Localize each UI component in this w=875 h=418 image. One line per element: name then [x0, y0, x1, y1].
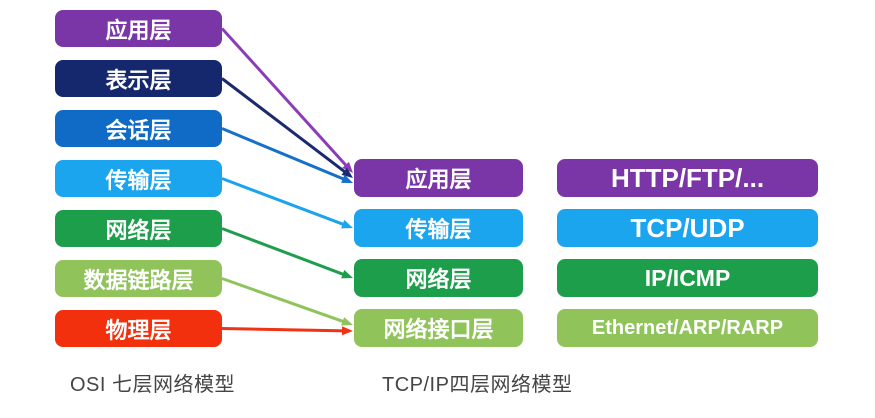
tcpip-caption: TCP/IP四层网络模型 — [382, 374, 573, 396]
tcpip-layer-1: 传输层 — [354, 209, 523, 247]
osi-layer-6: 物理层 — [55, 310, 222, 347]
tcpip-layer-3-label: 网络接口层 — [383, 317, 494, 342]
osi-layer-2: 会话层 — [55, 110, 222, 147]
osi-layer-0: 应用层 — [55, 10, 222, 47]
protocol-box-3: Ethernet/ARP/RARP — [557, 309, 818, 347]
protocol-box-3-label: Ethernet/ARP/RARP — [591, 316, 784, 339]
osi-layer-4-label: 网络层 — [105, 217, 172, 243]
tcpip-layer-2-label: 网络层 — [405, 267, 472, 292]
osi-layer-0-label: 应用层 — [105, 17, 172, 43]
osi-layer-1-label: 表示层 — [105, 67, 172, 93]
osi-layer-5: 数据链路层 — [55, 260, 222, 297]
tcpip-layer-2: 网络层 — [354, 259, 523, 297]
protocol-box-1: TCP/UDP — [557, 209, 818, 247]
tcpip-layer-1-label: 传输层 — [405, 217, 472, 242]
tcpip-layer-0: 应用层 — [354, 159, 523, 197]
protocol-box-2-label: IP/ICMP — [644, 264, 731, 291]
osi-layer-5-label: 数据链路层 — [83, 267, 194, 293]
osi-caption: OSI 七层网络模型 — [70, 374, 236, 396]
tcpip-layer-0-label: 应用层 — [405, 167, 472, 192]
osi-layer-1: 表示层 — [55, 60, 222, 97]
tcpip-layer-3: 网络接口层 — [354, 309, 523, 347]
osi-layer-2-label: 会话层 — [105, 117, 172, 143]
osi-layer-3-label: 传输层 — [105, 167, 172, 193]
osi-layer-3: 传输层 — [55, 160, 222, 197]
protocol-box-2: IP/ICMP — [557, 259, 818, 297]
protocol-box-1-label: TCP/UDP — [630, 212, 745, 243]
osi-layer-6-label: 物理层 — [105, 317, 172, 343]
protocol-box-0-label: HTTP/FTP/... — [610, 162, 765, 193]
osi-layer-4: 网络层 — [55, 210, 222, 247]
protocol-box-0: HTTP/FTP/... — [557, 159, 818, 197]
